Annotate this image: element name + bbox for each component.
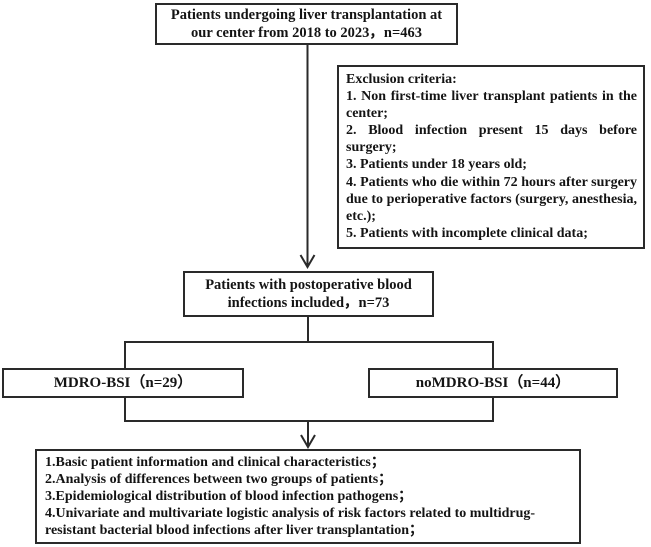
group-label: noMDRO-BSI（n=44） (415, 374, 571, 391)
analysis-item: 3.Epidemiological distribution of blood … (45, 489, 413, 505)
group-label: MDRO-BSI（n=29） (53, 374, 193, 391)
box-included-patients: Patients with postoperative blood infect… (183, 271, 434, 317)
arrowhead-down-icon (300, 434, 316, 449)
exclusion-item: 1. Non first-time liver transplant patie… (346, 89, 637, 122)
box-text-line: Patients undergoing liver transplantatio… (170, 7, 443, 23)
exclusion-title: Exclusion criteria: (346, 72, 457, 87)
box-exclusion-criteria: Exclusion criteria: 1. Non first-time li… (337, 65, 645, 249)
exclusion-item: 5. Patients with incomplete clinical dat… (346, 225, 588, 241)
box-enrolled-patients: Patients undergoing liver transplantatio… (155, 3, 458, 45)
exclusion-item: 3. Patients under 18 years old; (346, 157, 527, 173)
analysis-item: 2.Analysis of differences between two gr… (45, 472, 393, 488)
box-text-line: infections included，n=73 (227, 295, 390, 311)
analysis-item: 1.Basic patient information and clinical… (45, 455, 385, 470)
box-nomdro-bsi-group: noMDRO-BSI（n=44） (368, 368, 618, 398)
exclusion-item: 2. Blood infection present 15 days befor… (346, 123, 637, 156)
arrowhead-down-icon (299, 254, 316, 269)
box-analysis-steps: 1.Basic patient information and clinical… (35, 449, 581, 544)
analysis-item: 4.Univariate and multivariate logistic a… (45, 506, 536, 539)
exclusion-item: 4. Patients who die within 72 hours afte… (346, 174, 637, 224)
box-text-line: Patients with postoperative blood (205, 277, 412, 293)
box-text-line: our center from 2018 to 2023，n=463 (191, 25, 422, 41)
box-mdro-bsi-group: MDRO-BSI（n=29） (2, 368, 244, 398)
